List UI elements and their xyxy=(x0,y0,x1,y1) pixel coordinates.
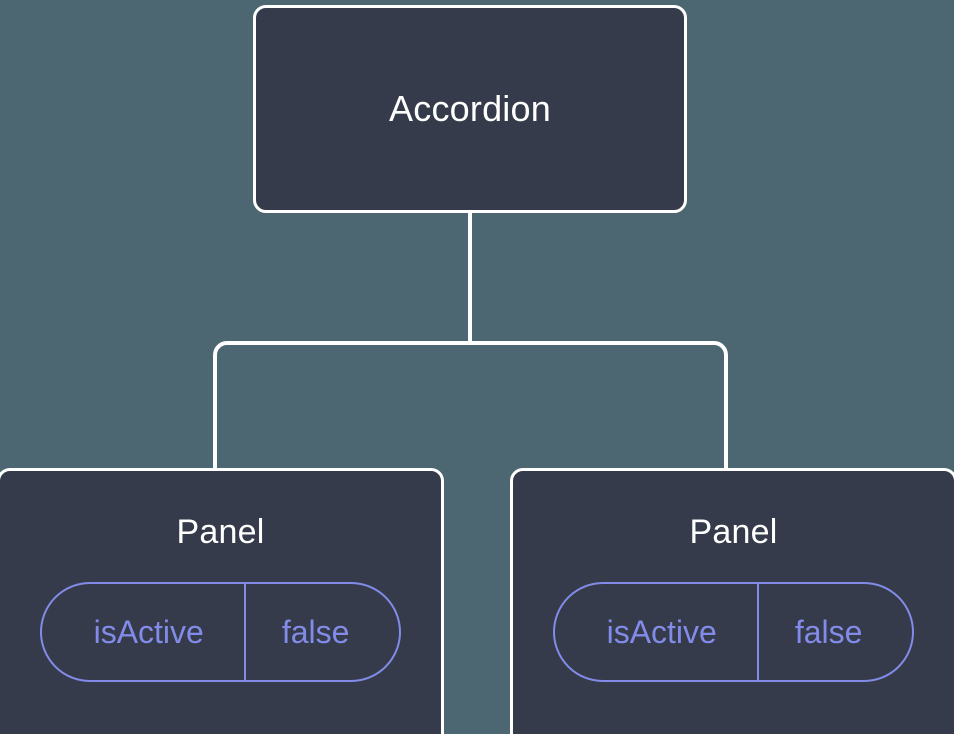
state-pill-panel-1[interactable]: isActive false xyxy=(39,582,402,682)
node-accordion[interactable]: Accordion xyxy=(253,5,687,213)
state-pill-panel-1-value: false xyxy=(243,584,400,680)
node-panel-2-label: Panel xyxy=(689,513,778,551)
connector-branch-right xyxy=(470,341,728,470)
state-pill-panel-2[interactable]: isActive false xyxy=(552,582,915,682)
node-panel-1[interactable]: Panel isActive false xyxy=(0,468,444,734)
node-panel-1-label: Panel xyxy=(176,513,265,551)
node-accordion-label: Accordion xyxy=(389,88,551,129)
connector-branch-left xyxy=(213,341,470,470)
state-pill-panel-1-key: isActive xyxy=(93,613,204,650)
node-panel-2[interactable]: Panel isActive false xyxy=(510,468,954,734)
state-pill-panel-2-key: isActive xyxy=(606,613,717,650)
state-pill-panel-2-value: false xyxy=(756,584,913,680)
